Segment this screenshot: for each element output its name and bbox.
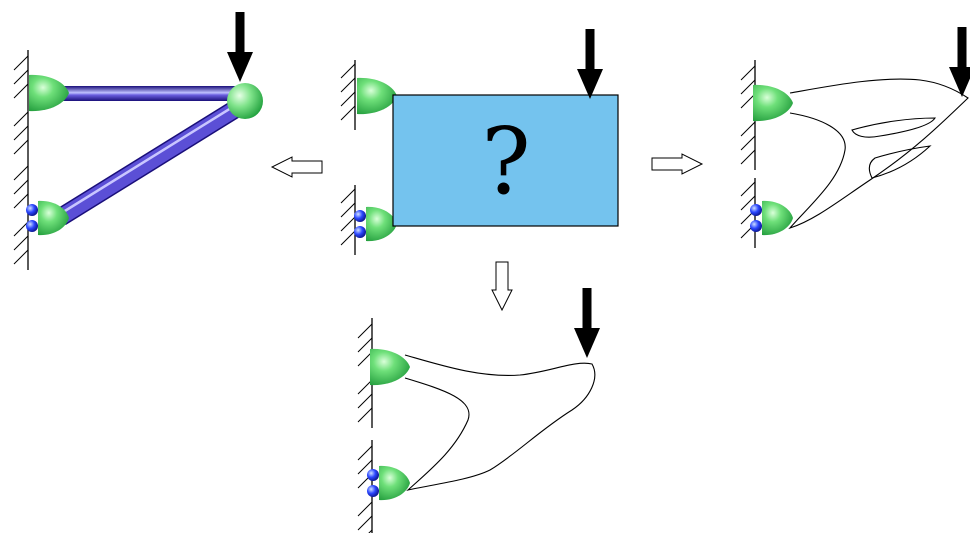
hollow-arrow-icon <box>491 261 513 312</box>
roller-support-icon <box>750 200 793 236</box>
question-mark: ? <box>481 108 530 215</box>
design-problem: ? <box>340 29 619 256</box>
load-arrow-icon <box>577 29 603 99</box>
hollow-arrow-icon <box>651 153 704 175</box>
roller-support-icon <box>340 184 397 256</box>
fixed-support-icon <box>340 59 397 131</box>
shape-outline <box>404 354 596 491</box>
design-domain <box>392 94 619 227</box>
fixed-support-icon <box>29 74 69 112</box>
truss-bar-horizontal <box>60 86 245 101</box>
truss-joint <box>227 83 263 119</box>
optimized-outline <box>788 78 969 230</box>
optimized-hole <box>851 117 936 138</box>
optimized-hole <box>868 145 932 179</box>
hollow-arrow-icon <box>270 156 323 178</box>
topology-solution <box>740 27 970 249</box>
load-arrow-icon <box>574 288 600 358</box>
truss-solution <box>13 12 263 271</box>
shape-solution <box>357 288 600 533</box>
fixed-support-icon <box>753 84 793 122</box>
load-arrow-icon <box>227 12 253 82</box>
roller-support-icon <box>367 465 410 501</box>
load-arrow-icon <box>949 27 970 97</box>
fixed-support-icon <box>370 348 410 386</box>
